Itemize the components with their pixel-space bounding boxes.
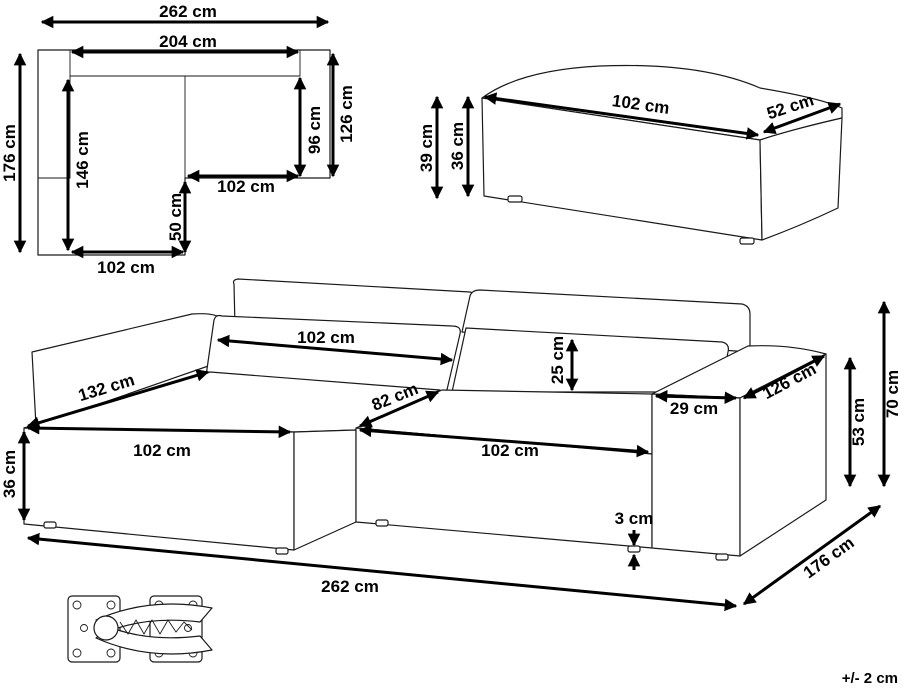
right-arm-front bbox=[651, 393, 741, 557]
ottoman-foot-left bbox=[507, 195, 523, 203]
plan-step-depth-label: 50 cm bbox=[166, 193, 185, 241]
foot-3 bbox=[375, 519, 389, 527]
sofa-overall-width-label: 262 cm bbox=[321, 577, 379, 596]
sofa-view: 102 cm 25 cm 132 cm 82 cm 102 cm 102 cm … bbox=[0, 278, 902, 612]
ottoman-view: 102 cm 52 cm 39 cm 36 cm bbox=[417, 64, 843, 245]
plan-seat-width-label: 204 cm bbox=[159, 32, 217, 51]
plan-overall-width-label: 262 cm bbox=[159, 2, 217, 21]
foot-2 bbox=[275, 547, 289, 555]
plan-inner-depth-label: 146 cm bbox=[73, 131, 92, 189]
plan-chaise-width-label: 102 cm bbox=[97, 258, 155, 277]
plan-view: 262 cm 204 cm 176 cm 146 cm 126 cm 96 cm… bbox=[0, 2, 356, 277]
seat-height-label: 36 cm bbox=[0, 450, 19, 498]
total-height-label: 70 cm bbox=[883, 370, 902, 418]
back-cushion-height-label: 25 cm bbox=[548, 336, 567, 384]
ottoman-height-total-label: 39 cm bbox=[417, 124, 436, 172]
foot-4 bbox=[627, 545, 641, 553]
foot-1 bbox=[43, 521, 57, 529]
plan-overall-depth-label: 176 cm bbox=[0, 124, 19, 182]
tolerance-note: +/- 2 cm bbox=[842, 670, 898, 687]
arm-height-label: 53 cm bbox=[849, 398, 868, 446]
back-cushion-width-label: 102 cm bbox=[297, 328, 355, 347]
ottoman-height-body-label: 36 cm bbox=[448, 122, 467, 170]
connector-clip-icon bbox=[67, 595, 213, 663]
foot-5 bbox=[715, 553, 729, 561]
seat-right-width-label: 102 cm bbox=[481, 441, 539, 460]
seat-left-width-label: 102 cm bbox=[133, 441, 191, 460]
leg-height-label: 3 cm bbox=[615, 509, 654, 528]
arm-width-label: 29 cm bbox=[670, 399, 718, 418]
plan-right-inner-depth-label: 96 cm bbox=[305, 106, 324, 154]
ottoman-side bbox=[759, 117, 843, 241]
chaise-side bbox=[293, 429, 357, 551]
ottoman-foot-right bbox=[739, 237, 755, 245]
plan-right-depth-label: 126 cm bbox=[337, 85, 356, 143]
plan-step-width-label: 102 cm bbox=[217, 177, 275, 196]
